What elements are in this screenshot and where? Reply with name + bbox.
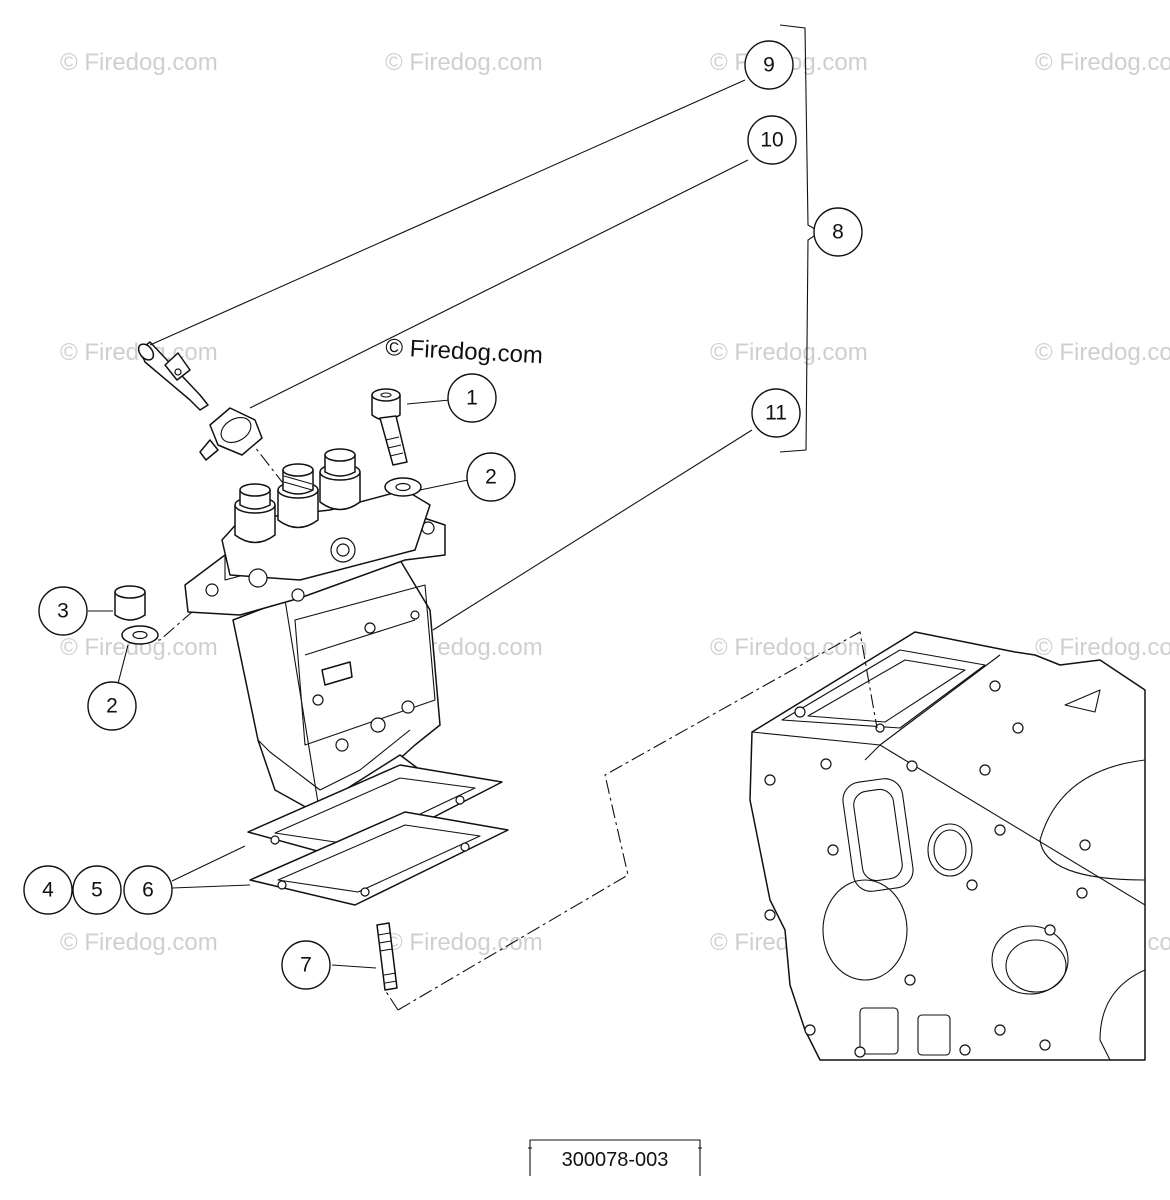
callout-8: 8: [813, 207, 863, 257]
valve-holder: [277, 463, 319, 529]
callout-label: 3: [57, 600, 69, 623]
callout-label: 11: [765, 402, 787, 425]
engine-block: [749, 631, 1146, 1061]
callout-4: 4: [23, 865, 73, 915]
callout-2: 2: [466, 452, 516, 502]
watermark: © Firedog.com: [60, 49, 218, 76]
callout-label: 5: [91, 879, 103, 902]
callout-label: 7: [300, 954, 312, 977]
callout-9: 9: [744, 40, 794, 90]
watermark: © Firedog.com: [1035, 634, 1170, 661]
bolt: [371, 388, 408, 466]
watermark: © Firedog.com: [60, 929, 218, 956]
leader-lines: [88, 24, 822, 969]
callout-label: 2: [485, 466, 497, 489]
callout-10: 10: [747, 115, 797, 165]
callout-label: 8: [832, 221, 844, 244]
eye-fitting: [199, 407, 263, 461]
watermark: © Firedog.com: [385, 929, 543, 956]
callout-6: 6: [123, 865, 173, 915]
callout-5: 5: [72, 865, 122, 915]
valve-holder: [234, 483, 276, 544]
watermark: © Firedog.com: [710, 339, 868, 366]
watermark: © Firedog.com: [385, 49, 543, 76]
callout-label: 1: [466, 387, 478, 410]
collar: [114, 585, 146, 621]
watermark: © Firedog.com: [1035, 339, 1170, 366]
callout-label: 6: [142, 879, 154, 902]
figure-code-box: 300078-003: [528, 1139, 702, 1176]
watermark-main: © Firedog.com: [385, 334, 544, 369]
watermark: © Firedog.com: [710, 634, 868, 661]
gasket: [249, 811, 509, 906]
callout-label: 2: [106, 695, 118, 718]
callout-7: 7: [281, 940, 331, 990]
callout-2: 2: [87, 681, 137, 731]
washer: [384, 477, 422, 497]
callout-3: 3: [38, 586, 88, 636]
figure-code: 300078-003: [562, 1149, 669, 1171]
washer: [121, 625, 159, 645]
injection-pump: [184, 448, 446, 826]
callout-1: 1: [447, 373, 497, 423]
stud: [376, 922, 398, 991]
banjo-bolt: [137, 341, 209, 411]
callout-11: 11: [751, 388, 801, 438]
callout-label: 9: [763, 54, 775, 77]
valve-holder: [319, 448, 361, 511]
callout-label: 10: [760, 129, 783, 152]
watermark: © Firedog.com: [1035, 49, 1170, 76]
callout-label: 4: [42, 879, 54, 902]
